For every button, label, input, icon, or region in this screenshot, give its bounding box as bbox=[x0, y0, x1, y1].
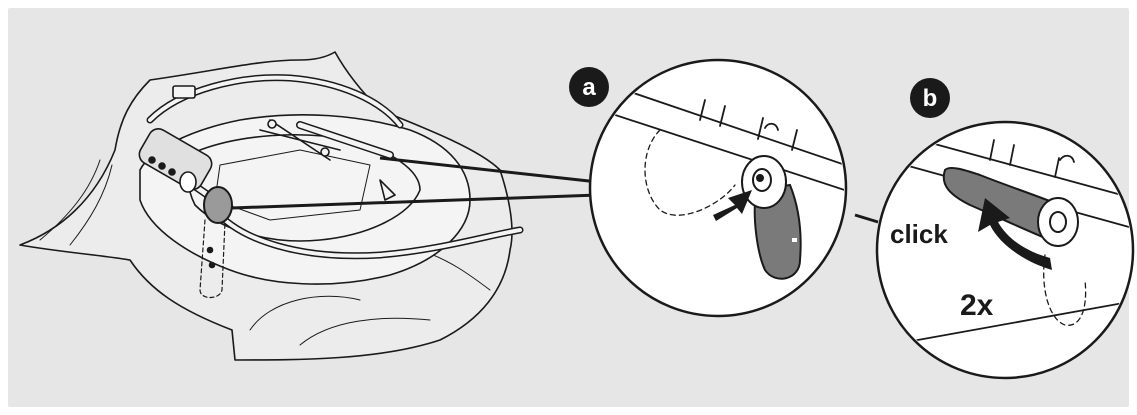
callout-b: click 2x b bbox=[875, 78, 1135, 380]
callout-a: a bbox=[569, 58, 848, 318]
repeat-count-label: 2x bbox=[960, 289, 994, 322]
callout-a-badge-label: a bbox=[582, 74, 596, 101]
hinge-knob bbox=[203, 186, 233, 224]
callout-a-badge bbox=[569, 67, 609, 107]
bassinet-mattress bbox=[187, 134, 421, 242]
callout-b-badge-label: b bbox=[923, 85, 938, 112]
callout-b-circle bbox=[875, 120, 1135, 380]
arrow-rotate-icon bbox=[978, 198, 1052, 270]
callout-a-circle bbox=[588, 58, 848, 318]
callout-b-badge bbox=[910, 78, 950, 118]
leader-lines bbox=[231, 156, 879, 224]
arrow-press-icon bbox=[713, 190, 752, 221]
click-label: click bbox=[890, 219, 948, 249]
